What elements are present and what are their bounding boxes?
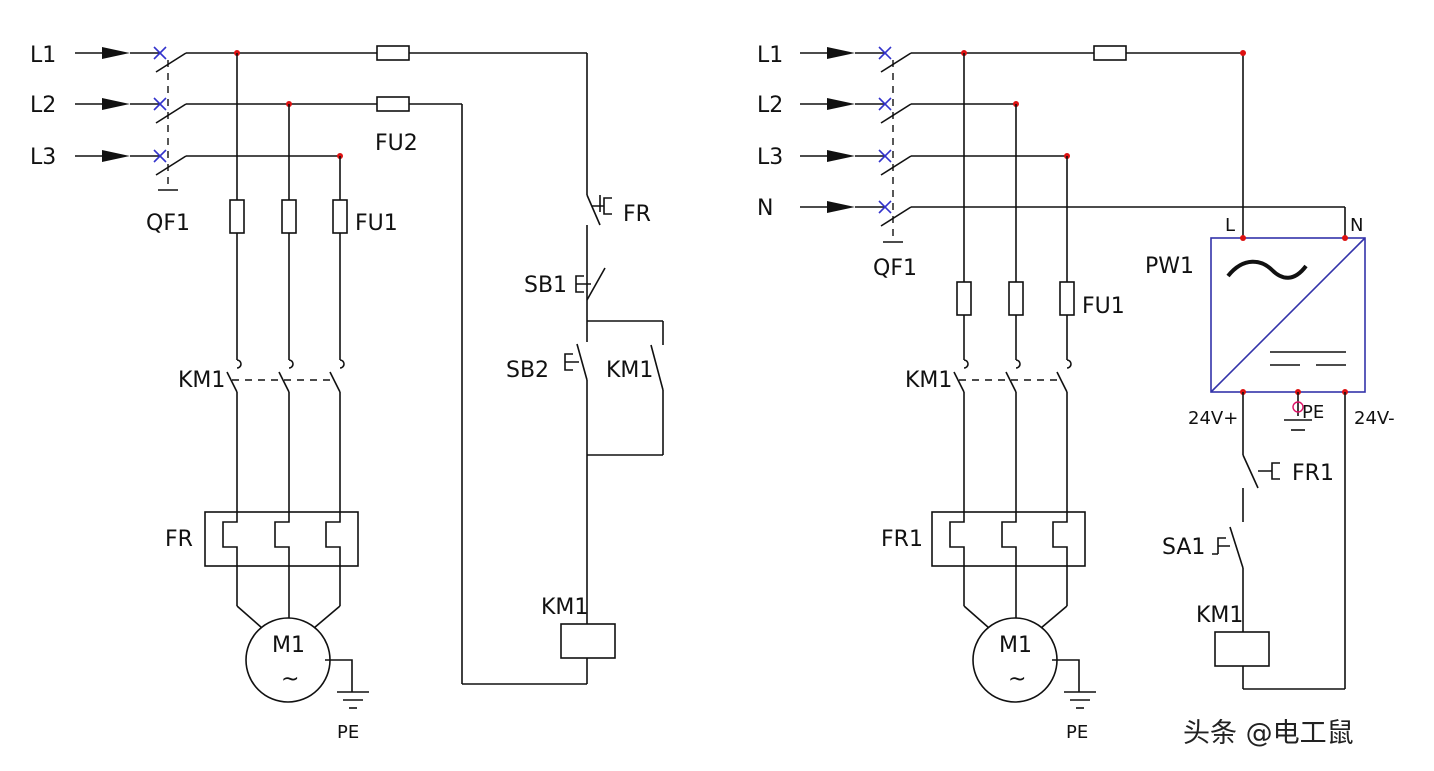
right-input-n-label: N [757, 196, 773, 221]
left-fr-label: FR [165, 527, 193, 552]
right-contactor-km1-main [953, 359, 1072, 393]
left-contactor-km1-main [226, 359, 345, 393]
left-earth-symbol [325, 659, 369, 709]
left-sb2-label: SB2 [506, 358, 549, 383]
right-km1-main-label: KM1 [905, 368, 952, 393]
left-input-l3-label: L3 [30, 145, 56, 170]
right-coil-label: KM1 [1196, 603, 1243, 628]
right-psu-out-pos: 24V+ [1188, 408, 1238, 429]
right-psu-fuse [1093, 45, 1127, 61]
left-diagram: L1 L2 L3 QF1 [30, 43, 664, 743]
left-fu1-label: FU1 [355, 211, 398, 236]
right-motor-label: M1 [999, 633, 1032, 658]
right-fuse-fu1-a [956, 281, 972, 316]
right-control-fr1-contact [1242, 454, 1280, 522]
right-sa1-label: SA1 [1162, 535, 1205, 560]
left-motor-label: M1 [272, 633, 305, 658]
left-coil-label: KM1 [541, 595, 588, 620]
left-control-fr-contact [586, 194, 612, 300]
right-junction-l1-psu [1240, 50, 1246, 56]
left-control-fuse-l1 [376, 45, 410, 61]
left-stop-button-sb1 [575, 267, 606, 301]
left-coil-km1 [560, 623, 616, 659]
left-input-l1-label: L1 [30, 43, 56, 68]
left-pe-label: PE [337, 722, 359, 743]
right-fuse-fu1-c [1059, 281, 1075, 316]
psu-ac-wave-icon [1226, 259, 1308, 280]
right-overload-fr1 [931, 511, 1086, 567]
left-sb1-label: SB1 [524, 273, 567, 298]
right-coil-km1 [1214, 631, 1270, 667]
right-diagram: L1 L2 L3 N QF1 [757, 43, 1395, 743]
left-breaker-qf1 [130, 46, 187, 191]
left-control-fuse-l2 [376, 96, 410, 112]
right-input-l2-label: L2 [757, 93, 783, 118]
left-km1-aux-label: KM1 [606, 358, 653, 383]
watermark: 头条 @电工鼠 [1183, 718, 1354, 749]
right-psu-in-l: L [1225, 215, 1235, 236]
psu-terminal-n [1342, 235, 1348, 241]
right-psu-pe-symbol [1284, 392, 1312, 431]
right-psu-out-neg: 24V- [1354, 408, 1395, 429]
right-psu-pe-label: PE [1302, 402, 1324, 423]
left-km1-main-label: KM1 [178, 368, 225, 393]
left-input-arrows [75, 47, 130, 162]
left-start-button-sb2 [564, 343, 588, 381]
left-motor-ac-symbol: ~ [281, 667, 299, 692]
left-fuse-fu1-a [229, 199, 245, 234]
right-psu-in-n: N [1350, 215, 1363, 236]
right-fr1-label: FR1 [881, 527, 923, 552]
right-fu1-label: FU1 [1082, 294, 1125, 319]
left-aux-contact-km1 [587, 321, 664, 456]
right-earth-symbol [1052, 659, 1096, 709]
right-breaker-qf1 [855, 46, 912, 243]
right-pe-label: PE [1066, 722, 1088, 743]
right-fuse-fu1-b [1008, 281, 1024, 316]
left-fuse-fu1-b [281, 199, 297, 234]
left-fu2-label: FU2 [375, 131, 418, 156]
left-fuse-fu1-c [332, 199, 348, 234]
right-input-l3-label: L3 [757, 145, 783, 170]
left-breaker-label: QF1 [146, 211, 190, 236]
right-input-arrows [800, 47, 855, 213]
psu-terminal-l [1240, 235, 1246, 241]
right-selector-sa1 [1212, 526, 1244, 569]
left-input-l2-label: L2 [30, 93, 56, 118]
left-overload-fr [204, 511, 359, 567]
right-input-l1-label: L1 [757, 43, 783, 68]
right-motor-ac-symbol: ~ [1008, 667, 1026, 692]
left-ctrl-fr-label: FR [623, 202, 651, 227]
right-ctrl-fr1-label: FR1 [1292, 461, 1334, 486]
right-psu-label: PW1 [1145, 254, 1194, 279]
right-psu-pw1 [1210, 237, 1366, 393]
right-breaker-label: QF1 [873, 256, 917, 281]
